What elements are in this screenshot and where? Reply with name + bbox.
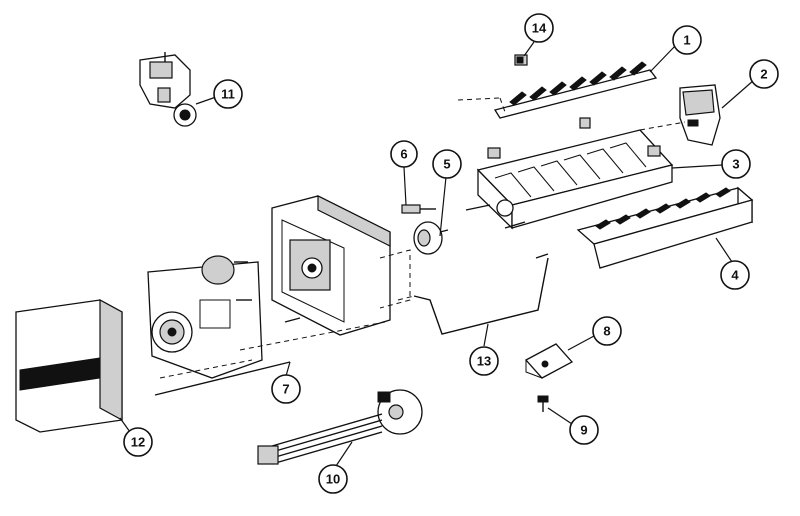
callout-circle-12 [123,427,153,457]
callout-label-5: 5 [443,157,450,172]
leader-2 [721,79,755,109]
callout-label-13: 13 [477,354,491,369]
part-10-wire-harness [257,389,423,465]
callout-label-6: 6 [400,147,407,162]
callout-circle-6 [390,140,418,168]
part-13-bail-arm [397,253,549,335]
callout-label-1: 1 [683,33,690,48]
part-1-ejector [457,61,658,119]
callout-label-4: 4 [731,268,739,283]
leader-11 [195,96,217,105]
part-4-rack [576,186,754,269]
leader-1 [649,44,677,73]
callout-label-3: 3 [732,157,739,172]
callout-circle-8 [592,316,622,346]
part-8-bracket [524,343,574,379]
callout-circle-5 [432,149,462,179]
part-7-motor-assembly [147,255,291,396]
callout-circle-14 [524,13,554,43]
part-9-screw [537,395,549,412]
callout-label-10: 10 [326,472,340,487]
callout-circle-13 [469,346,499,376]
part-11-water-valve [139,52,197,127]
callout-circle-9 [569,415,599,445]
leader-9 [547,407,573,425]
callouts: 1 2 3 4 5 6 7 8 9 10 [119,13,779,494]
callout-circle-4 [720,260,750,290]
callout-label-8: 8 [603,324,610,339]
callout-circle-1 [672,25,702,55]
part-14-clip [514,54,528,66]
part-3-mold [465,117,674,230]
callout-label-14: 14 [532,21,547,36]
callout-circle-2 [749,59,779,89]
leader-13 [483,323,489,347]
leader-5 [439,176,447,237]
leader-8 [567,335,595,351]
callout-label-11: 11 [221,87,235,102]
leader-6 [403,166,407,206]
part-2-cover [639,84,721,146]
callout-label-12: 12 [131,435,145,450]
leader-12 [119,417,131,433]
leader-10 [335,441,353,467]
housing [239,195,411,351]
callout-circle-10 [318,464,348,494]
leader-4 [715,237,733,263]
callout-label-2: 2 [760,67,767,82]
leader-7 [285,361,291,377]
callout-label-7: 7 [282,382,289,397]
part-12-front-cover [15,298,123,433]
leader-14 [523,41,535,57]
callout-circle-3 [721,149,751,179]
leader-3 [671,164,723,169]
callout-circle-7 [271,374,301,404]
part-5-switch [413,221,449,255]
callout-circle-11 [213,79,243,109]
part-6-thermostat [401,204,436,214]
callout-label-9: 9 [580,423,587,438]
